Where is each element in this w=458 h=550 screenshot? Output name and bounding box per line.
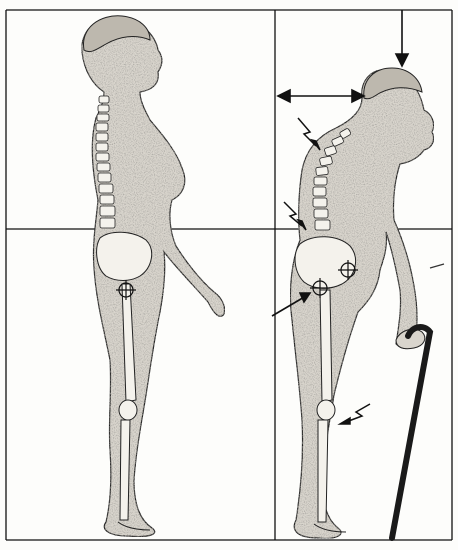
displacement-arrowhead-left [278,90,290,102]
upright-knee [119,400,137,420]
stray-mark [430,264,444,268]
upright-woman-figure [82,16,225,537]
stooped-knee [317,400,335,420]
stooped-tibia [318,420,328,522]
stooped-pelvis [295,237,355,289]
knee-pain-bolt-head-icon [340,418,350,424]
upright-tibia [120,420,130,520]
upright-pelvis [97,232,152,280]
stooped-woman-figure [290,68,433,538]
head-pressure-arrowhead [396,54,408,66]
stooped-femur [320,290,332,402]
walking-cane [392,327,430,538]
